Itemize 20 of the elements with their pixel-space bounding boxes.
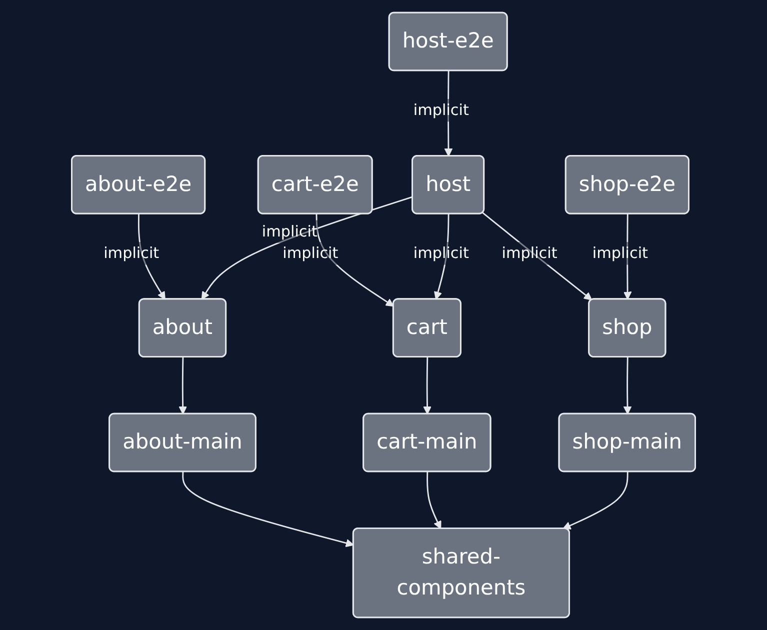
arrow xyxy=(623,357,632,414)
arrow xyxy=(482,212,592,300)
arrow xyxy=(444,70,453,157)
edge-label: implicit xyxy=(592,244,648,262)
arrow xyxy=(182,472,354,548)
arrow xyxy=(178,357,188,414)
arrow xyxy=(423,357,432,414)
arrow xyxy=(623,214,632,300)
edge-label: implicit xyxy=(413,244,469,262)
edge-label: implicit xyxy=(502,244,558,262)
edge-label: implicit xyxy=(262,222,318,240)
arrow xyxy=(434,214,450,300)
edge-label: implicit xyxy=(413,100,469,119)
arrow xyxy=(562,472,628,530)
arrow xyxy=(316,214,394,307)
arrow xyxy=(138,214,166,300)
arrow xyxy=(201,196,413,300)
edge-label: implicit xyxy=(282,244,338,262)
edge-label: implicit xyxy=(104,244,160,262)
arrow xyxy=(426,472,442,530)
